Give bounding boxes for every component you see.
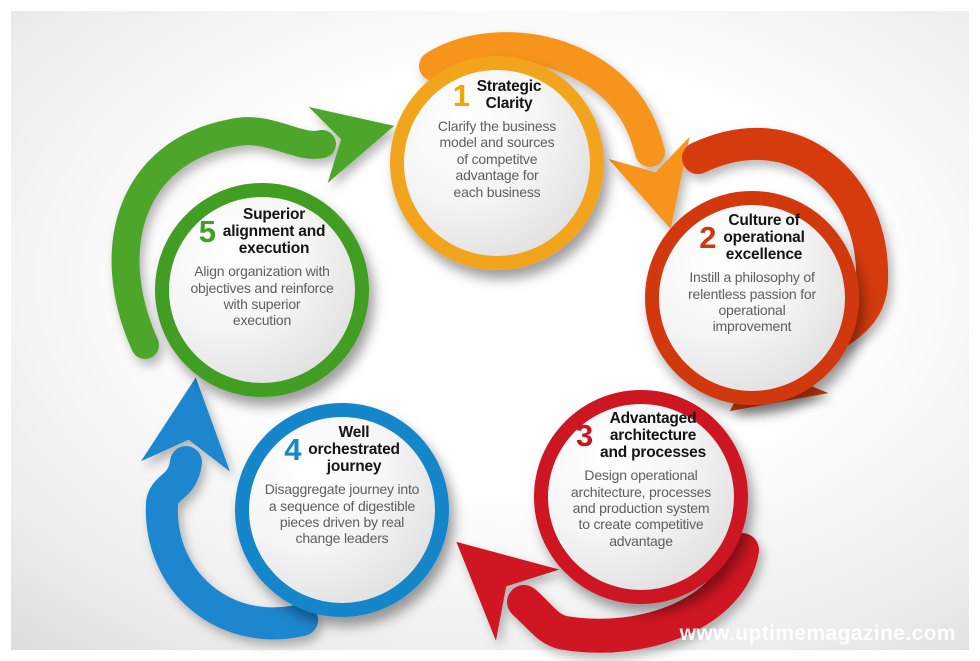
step-5-title: Superior alignment and execution	[222, 206, 326, 258]
arrow-step4-to-step5	[140, 377, 318, 640]
arrows-layer	[111, 32, 889, 653]
step-1-title-row: 1 Strategic Clarity	[402, 78, 592, 112]
step-1-description: Clarify the business model and sources o…	[437, 118, 557, 200]
step-5-description: Align organization with objectives and r…	[190, 263, 334, 329]
step-5-card: 5 Superior alignment and execution Align…	[167, 206, 357, 329]
step-4-card: 4 Well orchestrated journey Disaggregate…	[247, 424, 437, 547]
circle-step5	[155, 183, 369, 397]
disc-step1	[404, 70, 590, 256]
step-2-number: 2	[699, 220, 717, 256]
step-2-title: Culture of operational excellence	[723, 212, 805, 264]
step-1-number: 1	[452, 77, 470, 113]
step-1-title: Strategic Clarity	[476, 78, 542, 113]
step-2-description: Instill a philosophy of relentless passi…	[688, 269, 816, 335]
step-2-card: 2 Culture of operational excellence Inst…	[657, 212, 847, 335]
step-3-title: Advantaged architecture and processes	[600, 410, 706, 462]
step-3-number: 3	[576, 418, 594, 454]
disc-step3	[548, 404, 734, 590]
arrow-step3-to-step4	[456, 533, 759, 653]
step-3-description: Design operational architecture, process…	[570, 467, 712, 549]
step-3-title-row: 3 Advantaged architecture and processes	[546, 410, 736, 461]
step-1-card: 1 Strategic Clarity Clarify the business…	[402, 78, 592, 200]
disc-step5	[169, 197, 355, 383]
circle-step1	[390, 56, 604, 270]
step-5-title-row: 5 Superior alignment and execution	[167, 206, 357, 257]
disc-step2	[659, 205, 845, 391]
step-3-card: 3 Advantaged architecture and processes …	[546, 410, 736, 549]
arrow-step5-to-step1	[111, 106, 395, 359]
circle-step4	[235, 403, 449, 617]
step-4-number: 4	[284, 432, 302, 468]
circle-step3	[534, 390, 748, 604]
watermark-url: www.uptimemagazine.com	[679, 622, 956, 645]
disc-step4	[249, 417, 435, 603]
step-5-number: 5	[198, 214, 216, 250]
arrow-step1-to-step2	[419, 32, 690, 230]
step-4-title-row: 4 Well orchestrated journey	[247, 424, 437, 475]
step-2-title-row: 2 Culture of operational excellence	[657, 212, 847, 263]
step-4-title: Well orchestrated journey	[308, 424, 400, 476]
circle-step2	[645, 191, 859, 405]
step-4-description: Disaggregate journey into a sequence of …	[264, 481, 420, 547]
